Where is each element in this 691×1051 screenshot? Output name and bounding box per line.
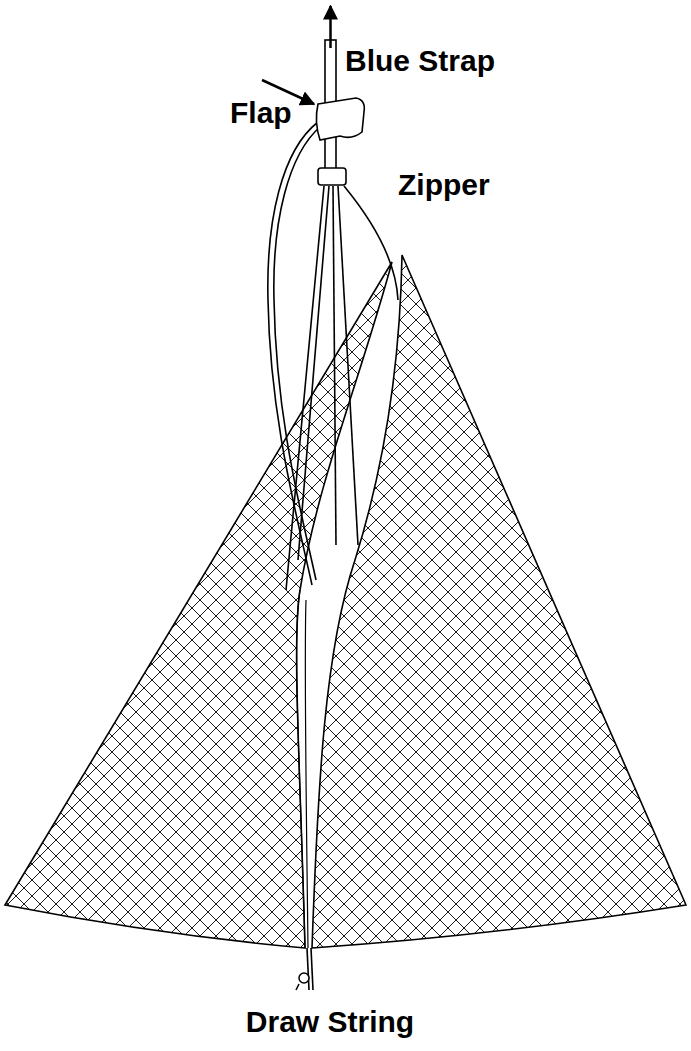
part-label: Zipper — [398, 168, 490, 201]
part-label: Draw String — [246, 1005, 414, 1038]
draw-string — [296, 948, 313, 990]
part-label: Blue Strap — [345, 44, 495, 77]
zipper-pull — [318, 168, 346, 185]
right-mesh-panel — [312, 255, 686, 948]
pull-arrow — [329, 6, 332, 48]
part-label: Flap — [230, 96, 292, 129]
flap — [316, 98, 364, 140]
